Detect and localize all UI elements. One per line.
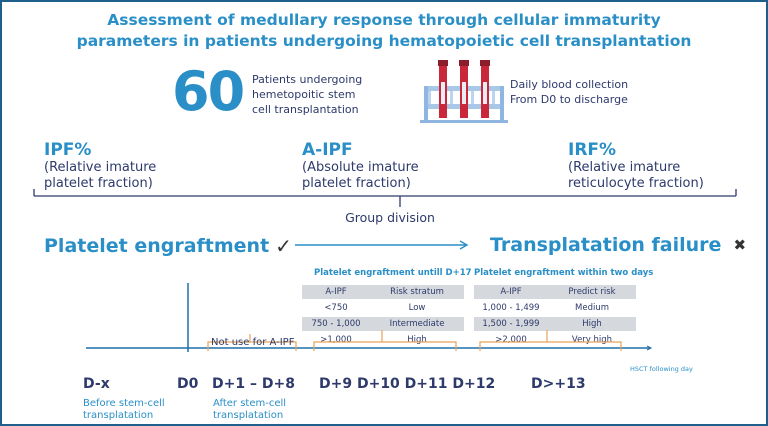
patient-count: 60 [172,60,245,123]
parameter-a-ipf: A-IPF (Absolute imature platelet fractio… [302,140,419,192]
after-line-2: transplatation [213,410,284,421]
table-cell: <750 [324,303,348,313]
tube-3 [480,60,490,118]
bracket-d1-d8 [207,334,297,351]
table-header-row: A-IPF Risk stratum [302,285,464,299]
table-1-title: Platelet engraftment untill D+17 [314,268,472,278]
table-row: <750 Low [302,301,464,315]
patients-line-3: cell transplantation [252,103,359,116]
before-transplant-label: Before stem-cell transplatation [83,398,165,422]
day-dx: D-x [83,376,110,392]
axis-arrowhead [646,345,653,351]
bracket-d9-d12 [313,330,457,351]
table-cell: 1,000 - 1,499 [482,303,540,313]
table-cell: Medium [575,303,609,313]
collection-line-2: From D0 to discharge [510,93,628,106]
bracket-d13 [479,330,622,351]
tube-2 [459,60,469,118]
day-d0: D0 [177,376,199,392]
patients-line-2: hemetopoitic stem [252,88,356,101]
table-cell: High [582,319,602,329]
tube-1 [438,60,448,118]
table-cell: Low [408,303,426,313]
table-row: 1,000 - 1,499 Medium [474,301,636,315]
collection-description: Daily blood collection From D0 to discha… [510,77,628,107]
outcome-label: Transplatation failure [490,234,722,256]
risk-stratum-table: A-IPF Risk stratum <750 Low 750 - 1,000 … [302,285,464,349]
day-d9-d12: D+9 D+10 D+11 D+12 [319,376,496,392]
table-2-title: Platelet engraftment within two days [474,268,654,278]
before-line-1: Before stem-cell [83,398,165,409]
after-transplant-label: After stem-cell transplatation [213,398,286,422]
table-row: >2,000 Very high [474,333,636,347]
timeline [86,283,653,352]
rack-right-post [500,86,504,120]
outcome-transplantation-failure: Transplatation failure ✖ [490,234,746,256]
table-cell: High [407,335,427,345]
table-cell: Intermediate [389,319,445,329]
parameter-name: A-IPF [302,140,353,160]
before-line-2: transplatation [83,410,154,421]
parameter-name: IRF% [568,140,617,160]
table-cell: 750 - 1,000 [311,319,361,329]
table-row: 1,500 - 1,999 High [474,317,636,331]
collection-line-1: Daily blood collection [510,78,629,91]
parameter-desc-1: (Absolute imature [302,160,419,175]
outcome-label: Platelet engraftment [44,235,270,257]
table-row: >1,000 High [302,333,464,347]
title-line-2: parameters in patients undergoing hemato… [76,32,692,50]
table-header-row: A-IPF Predict risk [474,285,636,299]
parameter-ipf: IPF% (Relative imature platelet fraction… [44,140,156,192]
title-line-1: Assessment of medullary response through… [107,11,661,29]
parameters-bracket [33,189,737,207]
test-tubes-icon [420,60,508,123]
table-cell: Very high [571,335,613,345]
day-d1-d8: D+1 – D+8 [212,376,295,392]
parameter-desc-2: reticulocyte fraction) [568,176,704,191]
rack-base [420,120,508,123]
table-cell: >1,000 [320,335,352,345]
parameter-name: IPF% [44,140,92,160]
rack-left-post [424,86,428,120]
after-line-1: After stem-cell [213,398,287,409]
header-cell: A-IPF [500,287,522,297]
outcome-arrow [295,240,469,250]
parameter-irf: IRF% (Relative imature reticulocyte frac… [568,140,704,192]
header-cell: Risk stratum [390,287,444,297]
header-cell: Predict risk [568,287,616,297]
patients-line-1: Patients undergoing [252,73,363,86]
patients-description: Patients undergoing hemetopoitic stem ce… [252,72,362,117]
day-d13: D>+13 [531,376,586,392]
page-title: Assessment of medullary response through… [0,10,768,52]
parameter-desc-2: platelet fraction) [44,176,153,191]
group-division-label: Group division [345,210,435,225]
predict-risk-table: A-IPF Predict risk 1,000 - 1,499 Medium … [474,285,636,349]
not-use-label: Not use for A-IPF [211,337,295,348]
table-cell: >2,000 [495,335,527,345]
parameter-desc-2: platelet fraction) [302,176,411,191]
outcome-platelet-engraftment: Platelet engraftment ✓ [44,234,292,258]
header-cell: A-IPF [325,287,347,297]
parameter-desc-1: (Relative imature [44,160,157,175]
table-row: 750 - 1,000 Intermediate [302,317,464,331]
cross-icon: ✖ [733,236,747,254]
parameter-desc-1: (Relative imature [568,160,681,175]
axis-label: HSCT following day [630,365,693,373]
table-cell: 1,500 - 1,999 [482,319,540,329]
check-icon: ✓ [275,234,292,258]
